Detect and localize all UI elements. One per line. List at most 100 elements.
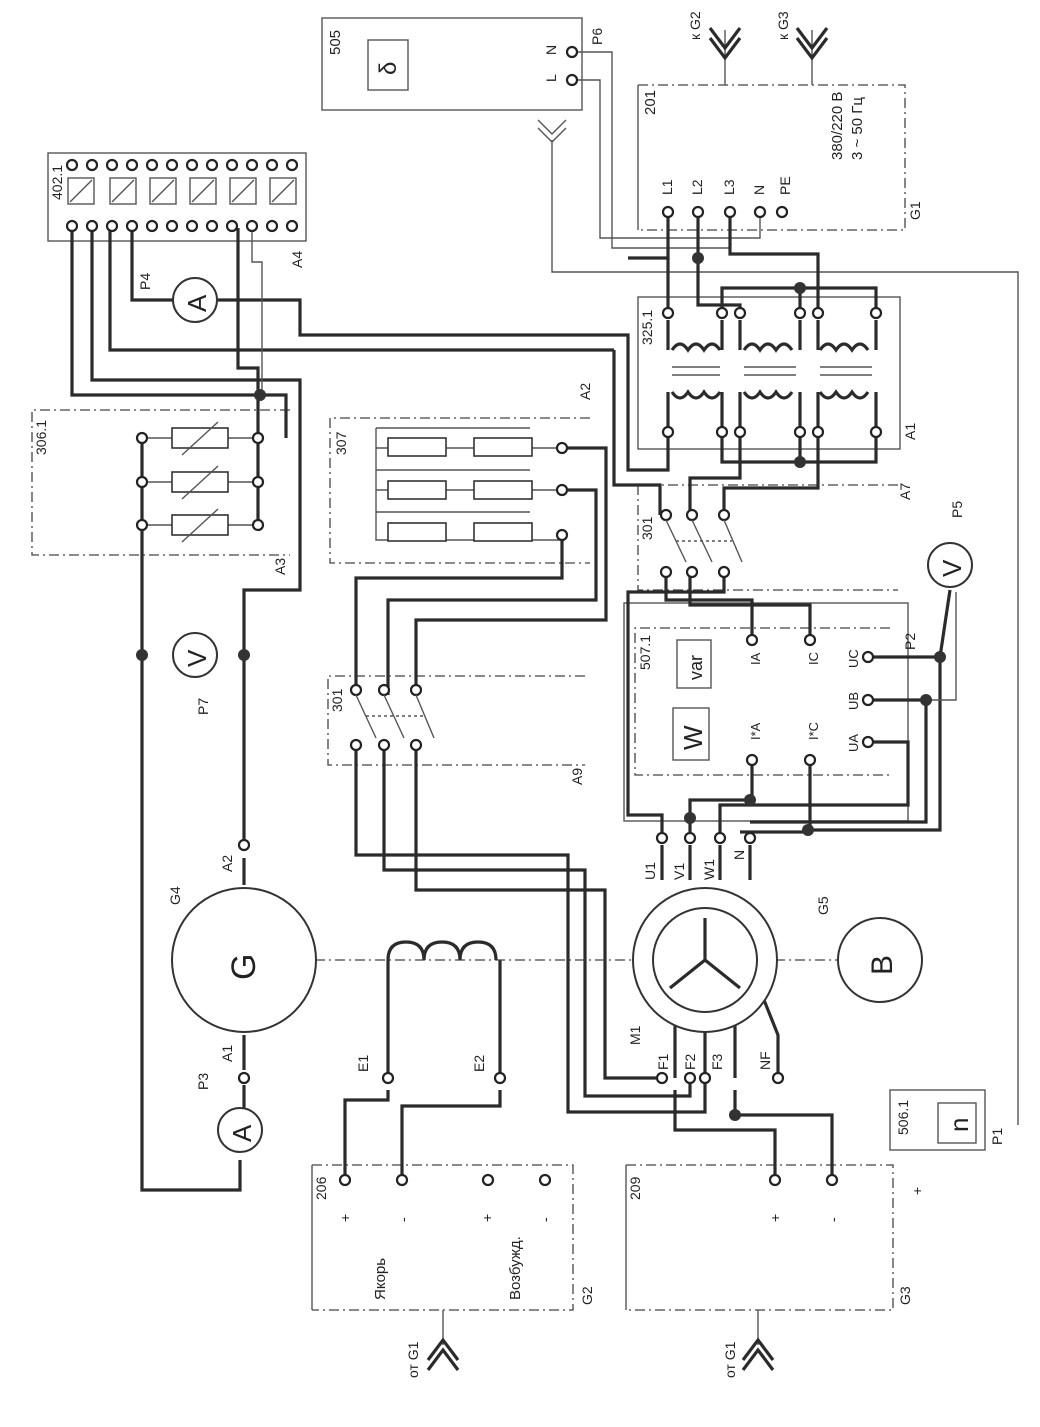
module-506-frame [889,1089,986,1151]
label-modules-m301b: 301 [329,688,345,712]
label-motor-w1: W1 [701,859,717,880]
symbol-b: B [866,955,899,975]
label-tags-P4: P4 [137,273,153,290]
label-meter507-uc: UC [846,649,861,668]
symbol-var: var [686,655,706,680]
label-supply-terminals-4: PE [777,176,793,195]
rheostat-306 [135,421,265,543]
label-supply-from_g1_b: от G1 [722,1341,738,1378]
label-generator-a1: A1 [219,1045,235,1062]
label-motor-n: N [731,850,747,860]
supply-201-terminals [661,205,789,219]
label-tags-A3: A3 [272,558,288,575]
symbol-watt: W [678,725,708,750]
label-psu206-minus2: - [537,1217,553,1222]
label-psu206-plus1: + [337,1214,353,1222]
label-meter507-ic: IC [806,652,821,665]
label-modules-m209: 209 [627,1176,643,1200]
label-tags-G1: G1 [907,201,923,220]
breaker-block-402 [65,158,299,233]
resistor-bank-307 [375,427,569,542]
label-psu209-plus_out: + [909,1187,925,1195]
module-507-outer [623,602,909,822]
label-supply-voltage: 380/220 В [829,92,846,160]
switch-301b [349,683,435,752]
label-supply-terminals-0: L1 [659,179,675,195]
label-motor-f2: F2 [682,1053,698,1070]
label-tags-P3: P3 [195,1073,211,1090]
module-505-frame [321,17,583,111]
label-meter507-ia: IA [748,652,763,665]
symbol-box-505 [367,39,409,91]
label-motor-nf: NF [757,1051,773,1070]
label-tags-G5: G5 [815,896,831,915]
watt-box [672,707,710,761]
label-supply-to_g2: к G2 [687,11,703,40]
ammeter-p3 [217,1107,263,1153]
switch-301a [659,508,743,579]
label-tags-A9: A9 [569,768,585,785]
symbol-v-p5: V [937,559,967,577]
label-meter507-ia_star: I*A [748,722,763,740]
var-box [676,639,712,689]
label-meter507-ub: UB [846,692,861,710]
symbol-n: n [944,1118,974,1132]
plug-arrows [426,27,829,1371]
p6-terminals [565,45,579,87]
label-tags-P2: P2 [902,633,918,650]
label-meter507-ic_star: I*C [806,722,821,740]
label-supply-to_g3: к G3 [775,11,791,40]
label-modules-m307: 307 [333,431,349,455]
label-supply-from_g1_a: от G1 [405,1341,421,1378]
tachogenerator-g5 [837,917,923,1003]
symbol-v-p7: V [182,649,212,667]
label-tags-M1: M1 [627,1025,643,1045]
label-tags-G4: G4 [167,886,183,905]
module-402-frame [47,152,307,242]
label-generator-a2: A2 [219,855,235,872]
label-supply-terminals-3: N [751,185,767,195]
label-modules-m301a: 301 [639,516,655,540]
label-p6-n: N [543,45,559,55]
label-generator-e2: E2 [471,1055,487,1072]
label-motor-v1: V1 [671,863,687,880]
label-supply-terminals-1: L2 [689,179,705,195]
module-209-frame [626,1164,894,1311]
label-p6-l: L [543,74,559,82]
label-tags-P1: P1 [989,1128,1005,1145]
junction-nodes [136,252,946,1121]
label-psu209-plus: + [767,1214,783,1222]
label-tags-G2: G2 [579,1286,595,1305]
wiring [70,30,1019,1345]
label-modules-m505: 505 [327,30,344,55]
symbol-delta: δ [375,62,402,75]
label-meter507-ua: UA [846,734,861,752]
speed-box [937,1102,977,1144]
label-modules-m201: 201 [642,90,659,115]
voltmeter-p7 [172,632,218,678]
label-modules-m206: 206 [313,1176,329,1200]
label-modules-m402: 402.1 [49,165,65,200]
module-507-frame [634,627,890,776]
label-modules-m507: 507.1 [637,635,653,670]
label-motor-f3: F3 [709,1053,725,1070]
label-tags-P6: P6 [589,28,605,45]
symbol-a-p4: A [182,294,212,312]
ammeter-p4 [172,277,218,323]
module-201-frame [638,84,906,231]
label-motor-u1: U1 [642,862,658,880]
label-tags-P5: P5 [949,501,965,518]
label-psu209-minus: - [825,1217,841,1222]
label-tags-A4: A4 [289,251,305,268]
label-modules-m325: 325.1 [639,310,655,345]
module-206-frame [312,1164,574,1311]
label-tags-A1: A1 [902,423,918,440]
label-psu206-armature: Якорь [372,1258,389,1300]
label-psu206-plus2: + [479,1214,495,1222]
label-tags-A2: A2 [577,383,593,400]
label-motor-f1: F1 [655,1053,671,1070]
module-307-frame [329,417,590,564]
label-psu206-minus1: - [395,1217,411,1222]
